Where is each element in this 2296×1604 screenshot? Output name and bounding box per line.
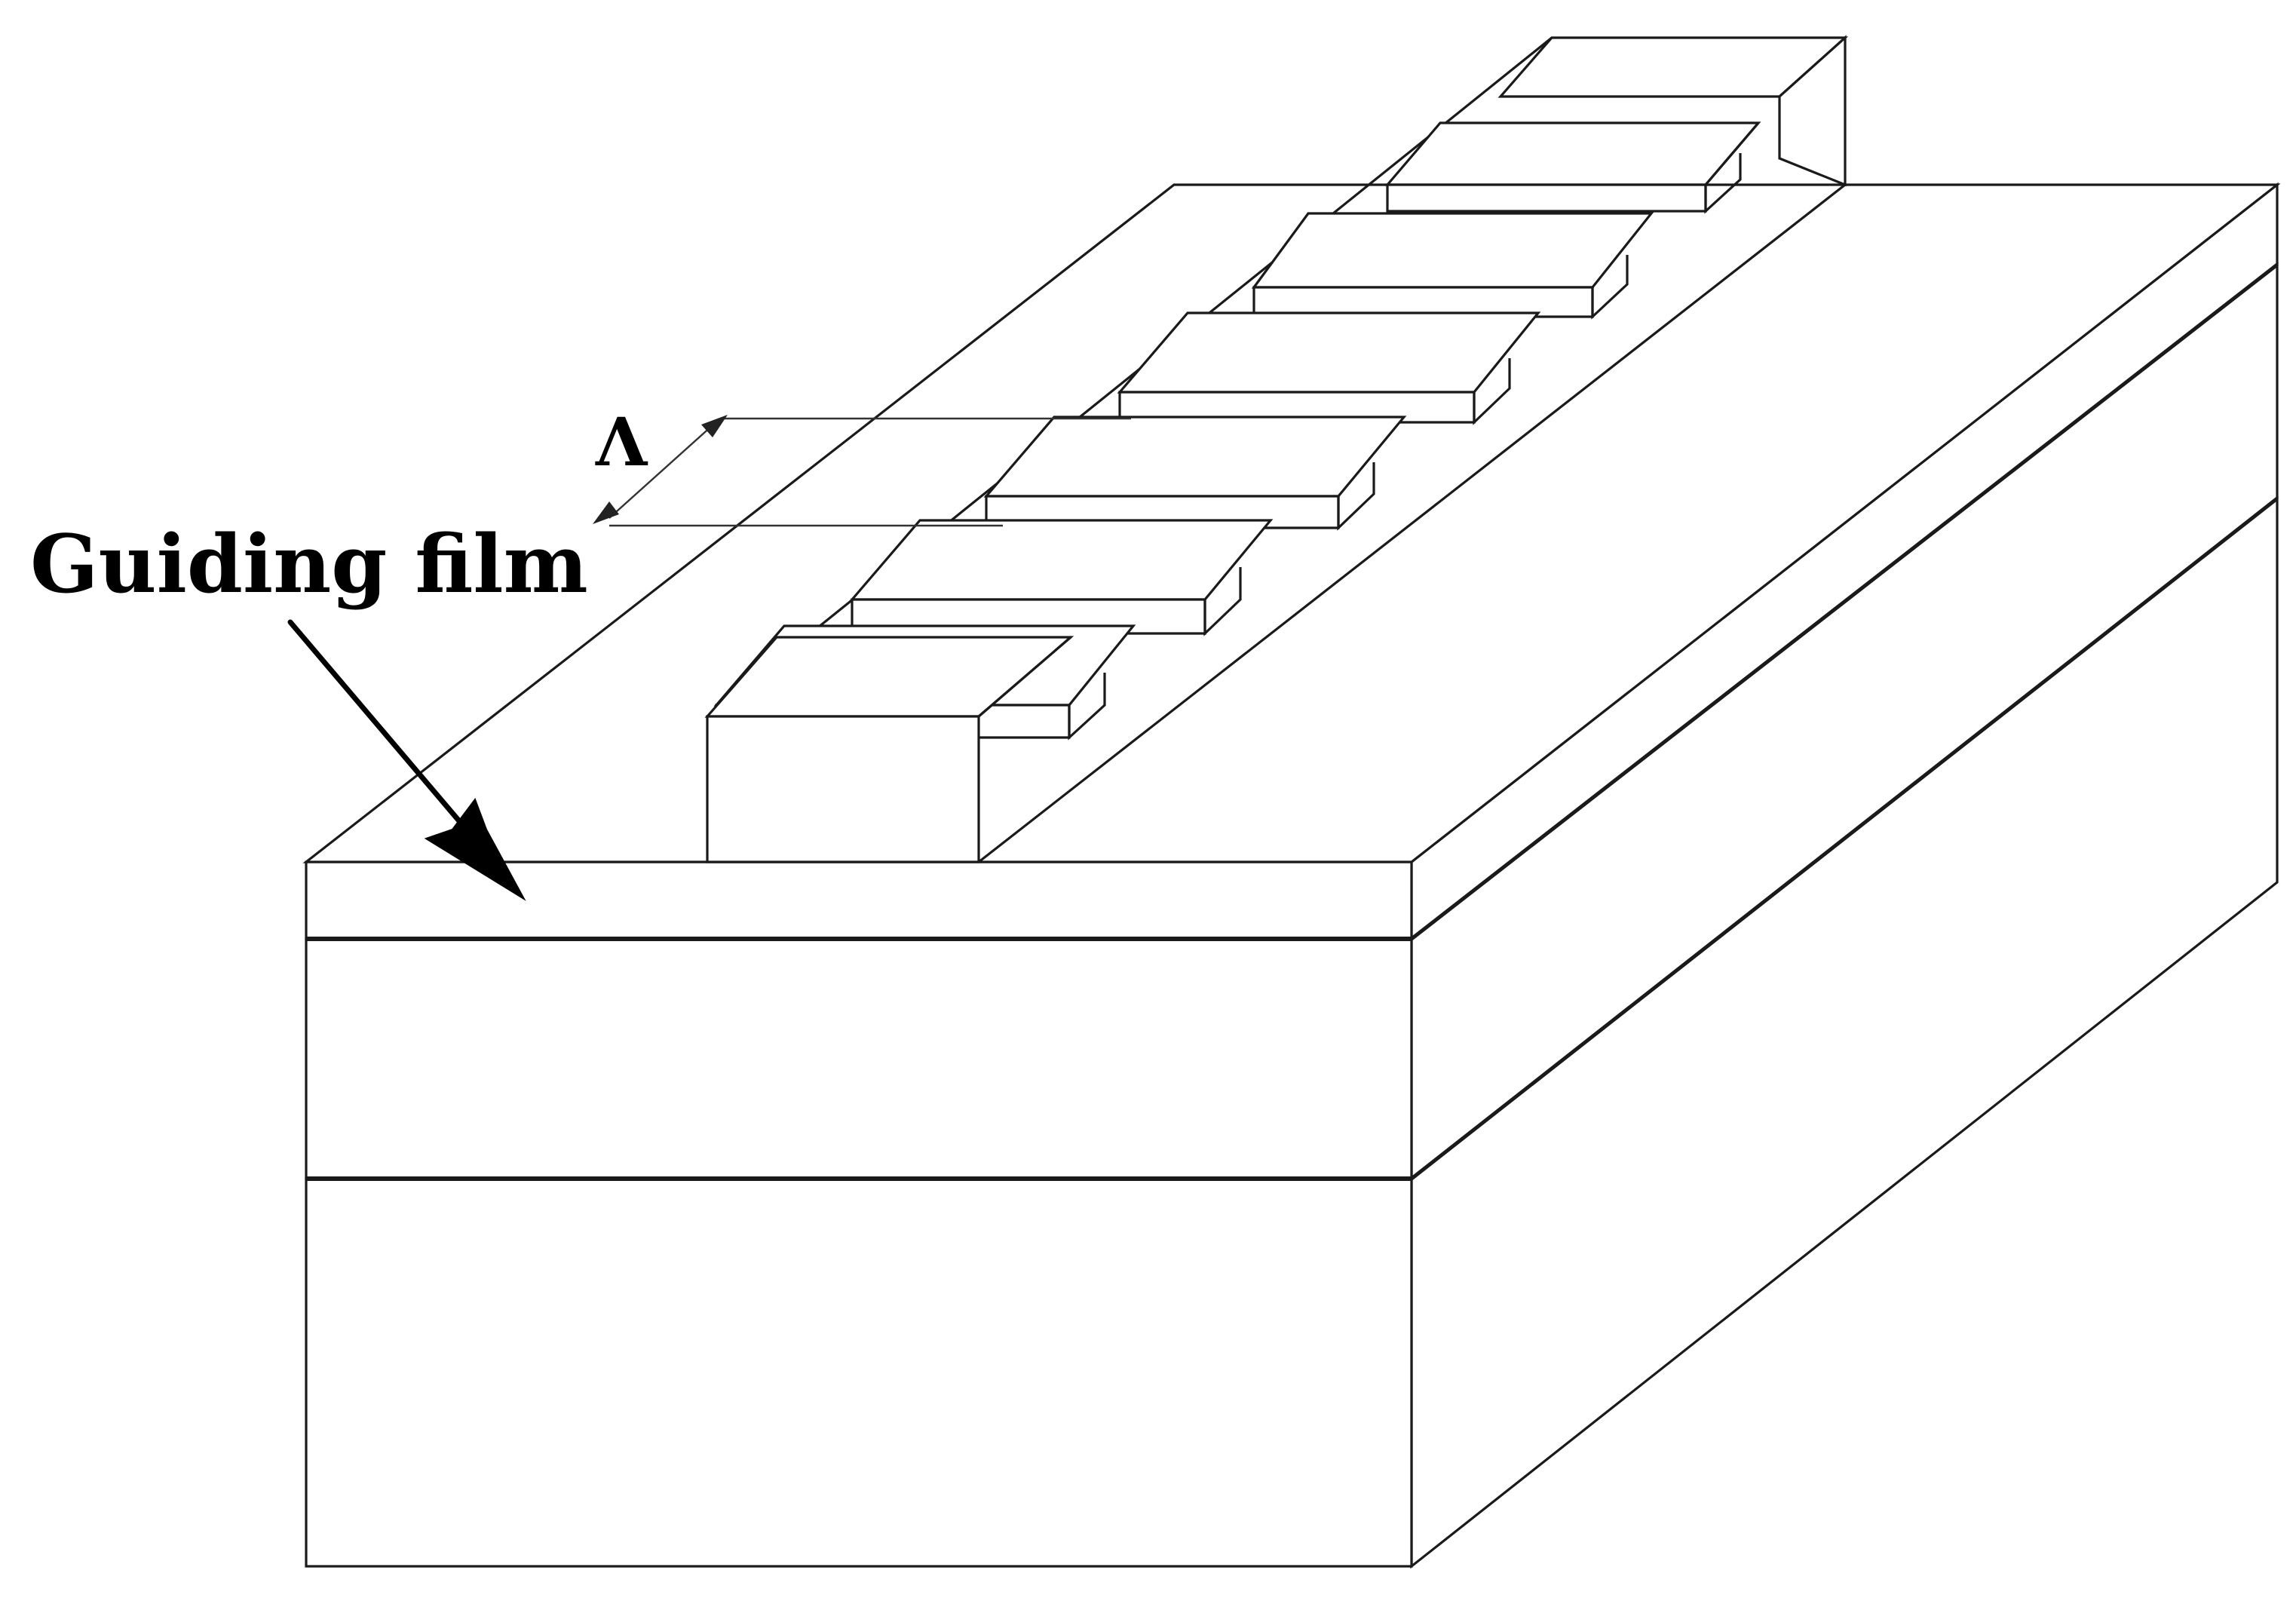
guiding-film-front-face [305,860,1413,940]
substrate-front-face [305,1177,1413,1568]
period-dimension: Λ [593,403,1131,527]
middle-layer-front-face [305,937,1413,1180]
ridge-grating [704,35,1849,863]
waveguide-block [302,182,2281,1569]
guiding-film-arrowhead [424,797,526,901]
film-middle-side-interface-line [1410,263,2279,940]
ridge-left-edge [706,36,1553,718]
ridge-right-edge [978,183,1846,863]
ridge-back-side [1778,35,1847,187]
middle-substrate-side-interface-line [1410,497,2279,1180]
period-arrowhead-front [593,501,619,524]
grating-tooth [849,519,1274,636]
grating-tooth [1251,212,1654,320]
period-arrowhead-back [701,415,728,437]
grating-tooth [1117,311,1541,425]
guiding-film-annotation: Guiding film [30,517,588,901]
period-symbol-label: Λ [595,403,648,481]
ridge-right-front-edge [977,636,1072,718]
guiding-film-label: Guiding film [30,517,588,611]
period-dimension-line [608,418,721,519]
grating-tooth [1384,121,1761,214]
ridge-front-face [706,715,980,863]
